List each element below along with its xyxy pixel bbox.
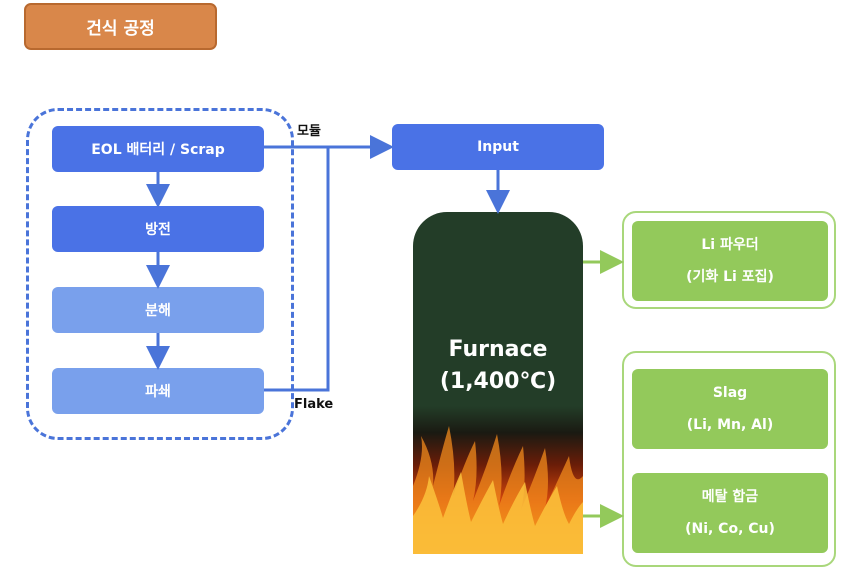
flames-icon [413, 426, 583, 554]
flake-connector-label: Flake [294, 397, 334, 412]
furnace-temperature: (1,400℃) [439, 369, 557, 394]
output-title: 메탈 합금 [701, 489, 759, 505]
furnace: Furnace (1,400℃) [413, 212, 583, 554]
output-title: Slag [712, 385, 748, 401]
output-subtitle: (기화 Li 포집) [686, 269, 774, 285]
input-label: Input [477, 139, 519, 155]
step-shredding: 파쇄 [52, 368, 264, 414]
step-label: 파쇄 [145, 384, 171, 400]
output-metal-alloy: 메탈 합금 (Ni, Co, Cu) [632, 473, 828, 553]
step-label: 분해 [145, 303, 171, 319]
step-eol-battery-scrap: EOL 배터리 / Scrap [52, 126, 264, 172]
furnace-label: Furnace (1,400℃) [413, 334, 583, 398]
furnace-name: Furnace [448, 337, 548, 362]
module-connector-label: 모듈 [297, 124, 321, 139]
output-subtitle: (Li, Mn, Al) [686, 417, 774, 433]
process-title: 건식 공정 [86, 19, 155, 39]
output-title: Li 파우더 [701, 237, 759, 253]
flake-connector-line [264, 147, 330, 392]
input-box: Input [392, 124, 604, 170]
step-label: EOL 배터리 / Scrap [91, 142, 225, 158]
process-title-badge: 건식 공정 [24, 3, 217, 50]
output-subtitle: (Ni, Co, Cu) [685, 521, 775, 537]
pretreatment-group-frame [26, 108, 294, 440]
output-slag: Slag (Li, Mn, Al) [632, 369, 828, 449]
step-disassembly: 분해 [52, 287, 264, 333]
step-label: 방전 [145, 222, 171, 238]
output-li-powder: Li 파우더 (기화 Li 포집) [632, 221, 828, 301]
step-discharge: 방전 [52, 206, 264, 252]
